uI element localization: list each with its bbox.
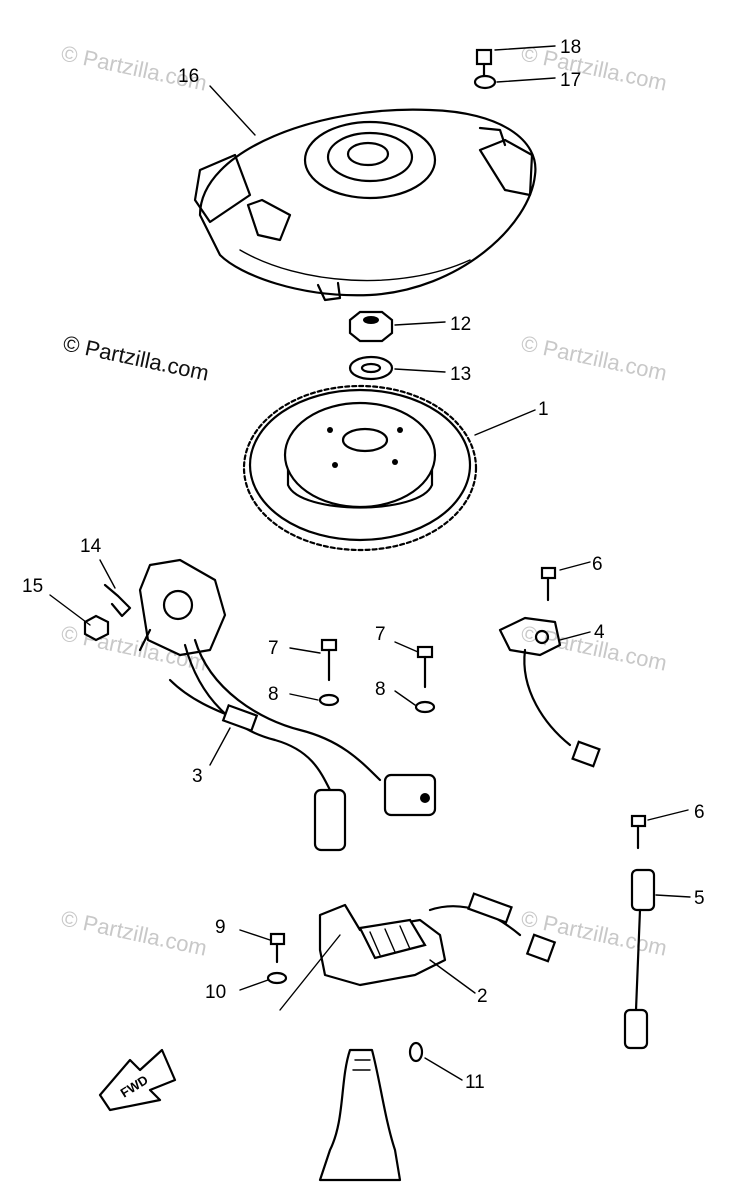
callout-numbers: 16 18 17 12 13 1 14 15 6 4 7 7 8 8 3 6 5… bbox=[22, 37, 705, 1093]
callout-9: 9 bbox=[215, 917, 226, 938]
washer-10 bbox=[266, 971, 288, 985]
bolt-15 bbox=[83, 614, 110, 642]
callout-7a: 7 bbox=[268, 638, 279, 659]
washer-13 bbox=[348, 355, 394, 381]
screw-7-left bbox=[320, 638, 338, 682]
flywheel-cover bbox=[193, 108, 537, 302]
fwd-label: FWD bbox=[118, 1072, 151, 1100]
callout-3: 3 bbox=[192, 766, 203, 787]
callout-5: 5 bbox=[694, 888, 705, 909]
callout-17: 17 bbox=[560, 70, 581, 91]
leader-lines bbox=[49, 45, 691, 1081]
screw-7-right bbox=[416, 645, 434, 689]
callout-14: 14 bbox=[80, 536, 102, 557]
stator-base bbox=[318, 892, 557, 987]
shaft-lower bbox=[318, 1048, 402, 1182]
pulser-coil-4 bbox=[498, 616, 601, 768]
watermark-main: © Partzilla.com bbox=[61, 330, 211, 385]
callout-2: 2 bbox=[477, 986, 488, 1007]
nut-12 bbox=[348, 310, 394, 343]
washer-8-right bbox=[414, 700, 436, 714]
callout-6a: 6 bbox=[592, 554, 603, 575]
callout-15: 15 bbox=[22, 576, 43, 597]
watermark: © Partzilla.com bbox=[519, 40, 669, 95]
flywheel bbox=[242, 384, 478, 552]
callout-11: 11 bbox=[465, 1072, 485, 1093]
o-ring-11 bbox=[408, 1041, 424, 1063]
callout-10: 10 bbox=[205, 982, 226, 1003]
bolt-18 bbox=[475, 48, 493, 78]
watermark: © Partzilla.com bbox=[519, 330, 669, 385]
watermark-group: © Partzilla.com © Partzilla.com © Partzi… bbox=[59, 40, 669, 960]
watermark: © Partzilla.com bbox=[59, 905, 209, 960]
washer-17 bbox=[473, 74, 497, 90]
screw-6-upper bbox=[540, 566, 557, 602]
clamp-14 bbox=[103, 583, 132, 618]
callout-8b: 8 bbox=[375, 679, 386, 700]
callout-1: 1 bbox=[538, 399, 549, 420]
callout-18: 18 bbox=[560, 37, 581, 58]
callout-8a: 8 bbox=[268, 684, 279, 705]
connector-5 bbox=[623, 868, 656, 1050]
pulser-coil-assembly bbox=[138, 558, 437, 852]
callout-12: 12 bbox=[450, 314, 471, 335]
callout-16: 16 bbox=[178, 66, 199, 87]
screw-6-lower bbox=[630, 814, 647, 850]
washer-8-left bbox=[318, 693, 340, 707]
callout-7b: 7 bbox=[375, 624, 386, 645]
callout-4: 4 bbox=[594, 622, 605, 643]
callout-13: 13 bbox=[450, 364, 471, 385]
screw-9 bbox=[269, 932, 286, 964]
forward-arrow: FWD bbox=[98, 1048, 177, 1112]
callout-6b: 6 bbox=[694, 802, 705, 823]
